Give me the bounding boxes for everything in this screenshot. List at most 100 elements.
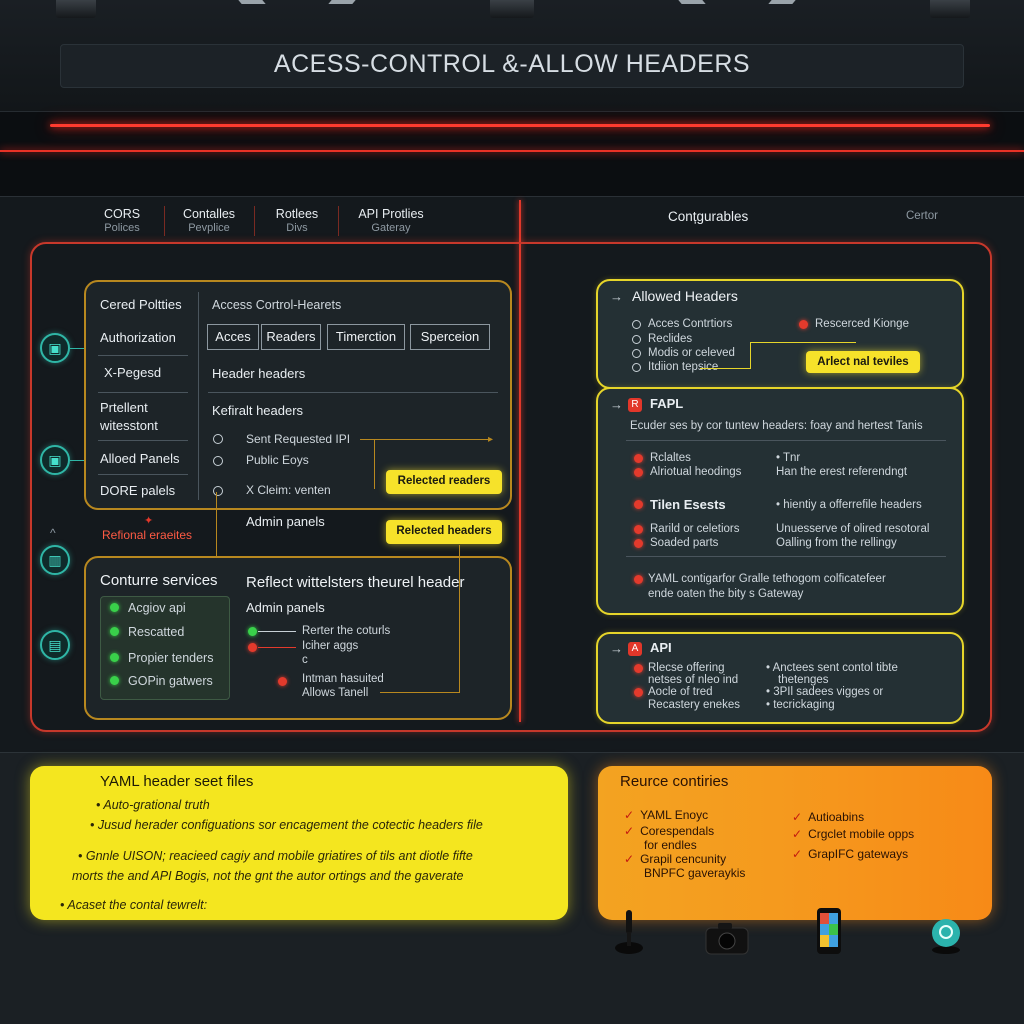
status-dot	[634, 688, 643, 697]
resource-item[interactable]: ✓Corespendals	[624, 824, 715, 838]
service-item[interactable]: Rescatted	[128, 625, 185, 639]
tab-rotlees[interactable]: Rotlees Divs	[266, 207, 328, 235]
red-divider	[519, 200, 521, 722]
api-item[interactable]: Rlecse offering	[648, 662, 725, 674]
resource-item[interactable]: ✓YAML Enoyc	[624, 808, 709, 822]
admin-panels-label[interactable]: Admin panels	[246, 514, 325, 529]
tab-api-protlies[interactable]: API Protlies Gateray	[348, 207, 434, 235]
route-item[interactable]: Rerter the coturls	[302, 625, 391, 637]
route-item[interactable]: Intman hasuited	[302, 673, 384, 685]
file-icon[interactable]: ▤	[40, 630, 70, 660]
services-list	[100, 596, 230, 700]
yaml-line: • Gnnle UISON; reacieed cagiy and mobile…	[78, 849, 473, 863]
divider	[98, 440, 188, 441]
api-item[interactable]: Aocle of tred	[648, 686, 713, 698]
camera-icon[interactable]	[704, 920, 750, 956]
alloed-panels-label[interactable]: Alloed Panels	[100, 451, 180, 466]
radio-button[interactable]	[632, 363, 641, 372]
route-item[interactable]: Allows Tanell	[302, 687, 369, 699]
service-item[interactable]: GOPin gatwers	[128, 674, 213, 688]
yaml-line: • Auto-grational truth	[96, 798, 210, 812]
resource-item[interactable]: ✓GrapIFC gateways	[792, 847, 909, 861]
resource-item[interactable]: ✓Grapil cencunity	[624, 852, 727, 866]
status-dot	[634, 468, 643, 477]
red-laser-line	[50, 124, 990, 127]
resource-item[interactable]: ✓Crgclet mobile opps	[792, 827, 915, 841]
yaml-panel	[30, 766, 568, 920]
yaml-line: morts the and API Bogis, not the gnt the…	[72, 869, 464, 883]
api-title: API	[650, 640, 672, 655]
acces-button[interactable]: Acces	[207, 324, 259, 350]
fapl-item[interactable]: Soaded parts	[650, 537, 719, 549]
fapl-item[interactable]: Rarild or celetiors	[650, 523, 740, 535]
header-option: Acces Contrtiors	[648, 318, 733, 330]
authorization-label[interactable]: Authorization	[100, 330, 176, 345]
header-headers-label[interactable]: Header headers	[212, 366, 306, 381]
document-icon[interactable]: ▣	[40, 333, 70, 363]
resource-item-continued: for endles	[644, 838, 697, 852]
prtellent-label[interactable]: Prtellent	[100, 400, 148, 415]
connector-line	[360, 439, 490, 440]
arrow-right-icon: →	[610, 397, 623, 412]
service-item[interactable]: Acgiov api	[128, 601, 186, 615]
timerction-button[interactable]: Timerction	[327, 324, 405, 350]
tab-label: CORS	[103, 207, 141, 221]
yaml-panel-title: YAML header seet files	[100, 773, 254, 790]
tab-cors[interactable]: CORS Polices	[92, 207, 152, 235]
fapl-detail: Unuesserve of olired resotoral	[776, 523, 930, 535]
alert-icon: A	[628, 642, 642, 656]
fapl-item[interactable]: Tilen Esests	[650, 497, 726, 512]
yaml-line: • Jusud herader configuations sor encage…	[90, 818, 483, 832]
divider	[626, 440, 946, 441]
status-dot	[634, 575, 643, 584]
chart-icon[interactable]: ▥	[40, 545, 70, 575]
fapl-item[interactable]: Rclaltes	[650, 452, 691, 464]
radio-button[interactable]	[632, 349, 641, 358]
right-header-label[interactable]: Certor	[906, 210, 938, 222]
top-slit	[490, 0, 534, 18]
x-pegesd-label[interactable]: X-Pegesd	[104, 365, 162, 380]
resource-item[interactable]: ✓Autioabins	[792, 810, 865, 824]
radio-button[interactable]	[632, 335, 641, 344]
relected-headers-badge[interactable]: Relected headers	[386, 520, 502, 544]
cered-polities-label[interactable]: Cered Poltties	[100, 297, 182, 312]
connector-line	[750, 342, 751, 369]
chevron-up-icon[interactable]: ^	[50, 526, 56, 540]
route-item[interactable]: Iciher aggs	[302, 640, 359, 652]
header-option[interactable]: Rescerced Kionge	[815, 318, 909, 330]
tab-sublabel: Pevplice	[188, 222, 230, 234]
radio-button[interactable]	[213, 486, 223, 496]
sperceion-button[interactable]: Sperceion	[410, 324, 490, 350]
resource-panel-title: Reurce contiries	[620, 773, 729, 790]
witesstont-label[interactable]: witesstont	[100, 418, 158, 433]
radio-button[interactable]	[213, 456, 223, 466]
radio-button[interactable]	[632, 320, 641, 329]
dore-palels-label[interactable]: DORE palels	[100, 483, 176, 498]
connector-line	[70, 348, 86, 349]
fapl-item[interactable]: Alriotual heodings	[650, 466, 742, 478]
fapl-description: Ecuder ses by cor tuntew headers: foay a…	[630, 420, 923, 432]
connector-line	[374, 439, 375, 489]
admin-panels-label[interactable]: Admin panels	[246, 600, 325, 615]
service-item[interactable]: Propier tenders	[128, 651, 214, 665]
phone-icon[interactable]	[814, 906, 844, 956]
kefiralt-headers-label[interactable]: Kefiralt headers	[212, 403, 304, 418]
top-light	[238, 0, 266, 4]
fapl-detail: • hientiy a offerrefile headers	[776, 499, 922, 511]
readers-button[interactable]: Readers	[261, 324, 321, 350]
divider	[626, 556, 946, 557]
api-detail: • 3PIl sadees vigges or	[766, 686, 884, 698]
fapl-panel	[596, 387, 964, 615]
chat-bubble-icon[interactable]	[928, 916, 964, 956]
tab-contalles[interactable]: Contalles Pevplice	[172, 207, 246, 235]
api-detail: • Anctees sent contol tibte	[766, 662, 898, 674]
joystick-icon[interactable]	[612, 908, 646, 956]
radio-button[interactable]	[213, 434, 223, 444]
arlect-badge[interactable]: Arlect nal teviles	[806, 351, 920, 373]
access-control-header: Access Cortrol-Hearets	[212, 298, 342, 312]
relected-readers-badge[interactable]: Relected readers	[386, 470, 502, 494]
title-bar	[60, 44, 964, 88]
api-item: Recastery enekes	[648, 699, 741, 711]
document-icon[interactable]: ▣	[40, 445, 70, 475]
route-item: c	[302, 654, 308, 666]
